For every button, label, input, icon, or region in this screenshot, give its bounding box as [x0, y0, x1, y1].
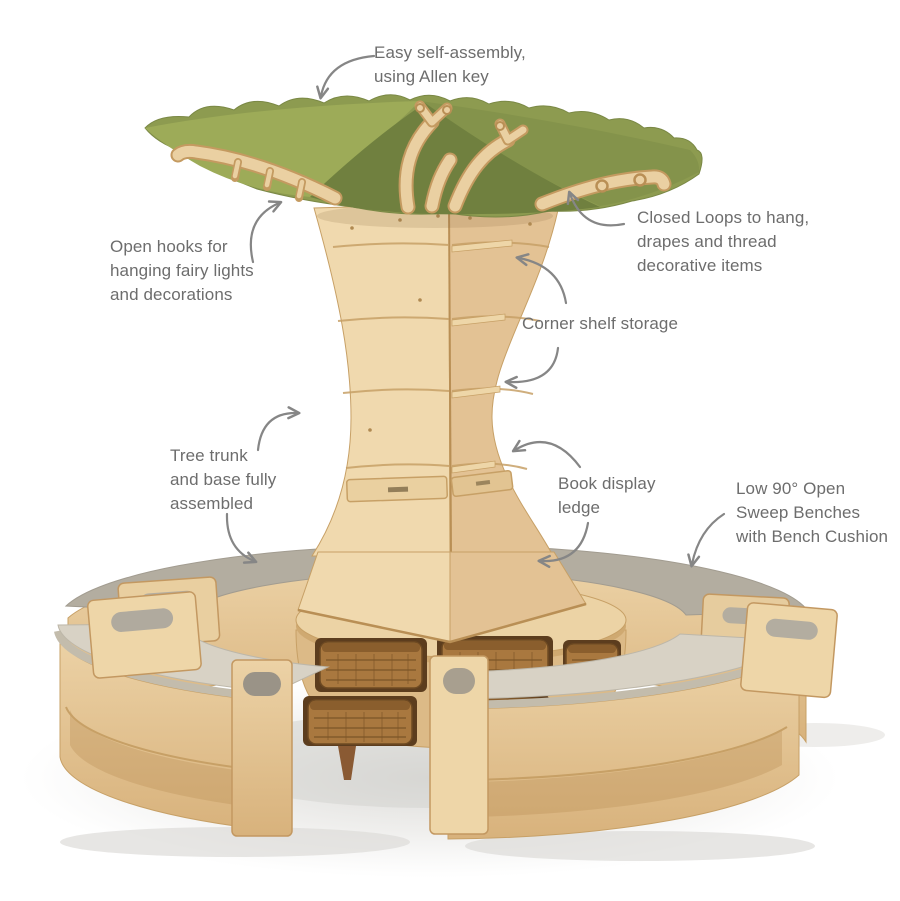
annotation-line: hanging fairy lights — [110, 261, 254, 280]
annotation-line: ledge — [558, 498, 601, 517]
arrow-closed-loops — [566, 190, 626, 227]
annotation-closed-loops: Closed Loops to hang, drapes and thread … — [637, 206, 809, 278]
arrow-tree-trunk-lower — [225, 512, 258, 564]
bench-front-right — [429, 602, 838, 840]
annotation-self-assembly: Easy self-assembly, using Allen key — [374, 41, 526, 89]
corner-shelf — [451, 239, 513, 474]
annotation-line: and decorations — [110, 285, 233, 304]
branch-cluster-center — [398, 100, 529, 215]
annotation-line: Tree trunk — [170, 446, 248, 465]
arrow-tree-trunk-upper — [256, 406, 301, 452]
bench-end-panel — [740, 602, 838, 699]
book-ledge — [345, 475, 449, 503]
annotation-line: Open hooks for — [110, 237, 228, 256]
annotation-line: Corner shelf storage — [522, 314, 679, 333]
bench-front-left — [54, 591, 330, 837]
annotation-line: Easy self-assembly, — [374, 43, 526, 62]
arrow-corner-shelf-lower — [504, 346, 560, 389]
annotation-line: decorative items — [637, 256, 763, 275]
bench-end-panel — [86, 591, 202, 679]
canopy — [144, 94, 703, 218]
bench-end-panel — [231, 659, 293, 837]
wicker-basket — [307, 699, 413, 745]
arrow-book-display-upper — [511, 439, 582, 469]
arrow-book-display-lower — [537, 521, 590, 569]
annotation-line: using Allen key — [374, 67, 489, 86]
annotation-line: drapes and thread — [637, 232, 777, 251]
arrow-self-assembly — [316, 54, 376, 100]
annotation-open-hooks: Open hooks for hanging fairy lights and … — [110, 235, 254, 307]
arrow-open-hooks — [249, 200, 283, 264]
branch-arm-left — [170, 143, 343, 206]
annotation-benches: Low 90° Open Sweep Benches with Bench Cu… — [736, 477, 888, 549]
trunk-base — [297, 551, 587, 644]
screws — [350, 214, 532, 432]
tree-trunk — [297, 201, 587, 644]
annotation-line: Closed Loops to hang, — [637, 208, 810, 227]
annotation-arrows — [225, 54, 726, 569]
annotation-line: assembled — [170, 494, 254, 513]
annotation-line: with Bench Cushion — [736, 527, 889, 546]
annotation-corner-shelf: Corner shelf storage — [522, 312, 678, 336]
wicker-basket — [319, 641, 423, 689]
annotation-line: Low 90° Open — [736, 479, 846, 498]
annotation-line: Book display — [558, 474, 656, 493]
arrow-benches — [687, 512, 726, 568]
book-ledge — [450, 470, 514, 497]
bench-end-panel — [429, 655, 489, 835]
annotation-book-display: Book display ledge — [558, 472, 656, 520]
annotation-tree-trunk: Tree trunk and base fully assembled — [170, 444, 276, 516]
annotation-line: Sweep Benches — [736, 503, 861, 522]
annotation-line: and base fully — [170, 470, 277, 489]
arrow-corner-shelf-upper — [515, 253, 568, 305]
